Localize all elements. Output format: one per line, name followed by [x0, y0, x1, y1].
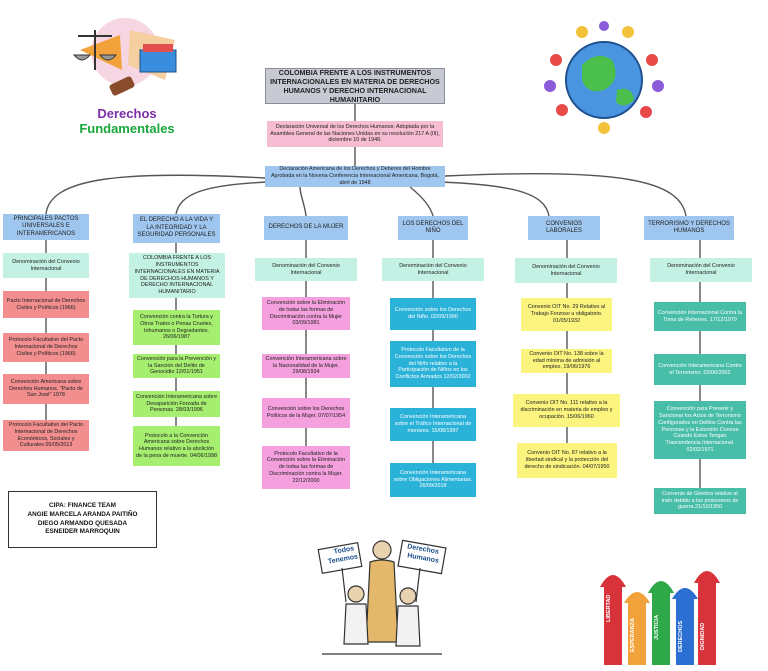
column-denomination: Denominación del Convenio Internacional: [3, 253, 89, 278]
hand-icon: [600, 571, 720, 665]
team-credits: CIPA: FINANCE TEAM ANGIE MARCELA ARANDA …: [8, 491, 157, 548]
convention-item: Convenio de Ginebra relativo al trato de…: [654, 488, 746, 514]
convention-item: Convención Interamericana Contra el Terr…: [654, 354, 746, 385]
column-denomination: Denominación del Convenio Internacional: [515, 258, 617, 283]
column-header-pacts: PRINCIPALES PACTOS UNIVERSALES E INTERAM…: [3, 214, 89, 240]
column-denomination: Denominación del Convenio Internacional: [255, 258, 357, 281]
column-header-life: EL DERECHO A LA VIDA Y LA INTEGRIDAD Y L…: [133, 214, 220, 243]
convention-item: Convenio OIT No. 138 sobre la edad mínim…: [521, 349, 612, 373]
universal-declaration: Declaración Universal de los Derechos Hu…: [267, 121, 443, 147]
convention-item: Convención sobre la Eliminación de todas…: [262, 297, 350, 330]
convention-item: Convención Interamericana sobre el Tráfi…: [390, 408, 476, 441]
column-header-women: DERECHOS DE LA MUJER: [264, 216, 348, 240]
column-denomination: Denominación del Convenio Internacional: [382, 258, 484, 281]
logo-title-line1: Derechos: [97, 106, 157, 121]
logo-title-line2: Fundamentales: [79, 121, 175, 136]
convention-item: Convenio OIT No. 111 relativo a la discr…: [513, 394, 620, 427]
convention-item: Convención para Prevenir y Sancionar los…: [654, 401, 746, 459]
column-denomination: Denominación del Convenio Internacional: [650, 258, 752, 282]
raised-hands-illustration: [596, 553, 720, 665]
convention-item: Protocolo Facultativo de la Convención s…: [262, 446, 350, 489]
convention-item: Protocolo Facultativo del Pacto Internac…: [3, 333, 89, 362]
convention-item: Convención Interamericana sobre la Nacio…: [262, 354, 350, 378]
hand-label: JUSTICIA: [654, 614, 660, 640]
main-title: COLOMBIA FRENTE A LOS INSTRUMENTOS INTER…: [265, 68, 445, 104]
team-line: CIPA: FINANCE TEAM: [49, 502, 116, 510]
convention-item: Convenio OIT No. 29 Relativo al Trabajo …: [521, 298, 612, 331]
convention-item: Convención sobre los Derechos del Niño. …: [390, 298, 476, 330]
hand-label: ESPERANZA: [630, 618, 636, 652]
convention-item: Convención Americana sobre Derechos Huma…: [3, 374, 89, 404]
convention-item: Convenio OIT No. 87 relativo a la libert…: [517, 443, 617, 478]
convention-item: Protocolo a la Convención Americana sobr…: [133, 426, 220, 466]
american-declaration: Declaración Americana de los Derechos y …: [265, 166, 445, 187]
justice-scale-icon: [72, 18, 177, 96]
hand-label: LIBERTAD: [606, 594, 612, 622]
column-header-labor: CONVENIOS LABORALES: [528, 216, 600, 240]
family-signs-illustration: [312, 532, 452, 662]
team-line: ANGIE MARCELA ARANDA PAITIÑO: [27, 510, 138, 518]
convention-item: Convención para la Prevención y la Sanci…: [133, 354, 220, 378]
convention-item: Protocolo Facultativo de la Convención s…: [390, 341, 476, 387]
globe-children-illustration: [542, 20, 666, 136]
column-header-children: LOS DERECHOS DEL NIÑO: [398, 216, 468, 240]
convention-item: Convención Interamericana sobre Obligaci…: [390, 463, 476, 497]
team-line: ESNEIDER MARROQUIN: [45, 528, 120, 536]
hand-label: DIGNIDAD: [700, 622, 706, 650]
team-line: DIEGO ARMANDO QUESADA: [37, 519, 128, 527]
hand-label: DERECHOS: [678, 620, 684, 652]
convention-item: Convención sobre los Derechos Políticos …: [262, 398, 350, 428]
convention-item: Pacto Internacional de Derechos Civiles …: [3, 291, 89, 318]
derechos-fundamentales-logo: [60, 10, 190, 140]
convention-item: Convención contra la Tortura y Otros Tra…: [133, 310, 220, 345]
convention-item: Convención Internacional Contra la Toma …: [654, 302, 746, 331]
column-denomination: COLOMBIA FRENTE A LOS INSTRUMENTOS INTER…: [129, 253, 225, 298]
column-header-terrorism: TERRORISMO Y DERECHOS HUMANOS: [644, 216, 734, 240]
convention-item: Protocolo Facultativo del Pacto Internac…: [3, 420, 89, 451]
convention-item: Convención Interamericana sobre Desapari…: [133, 391, 220, 417]
